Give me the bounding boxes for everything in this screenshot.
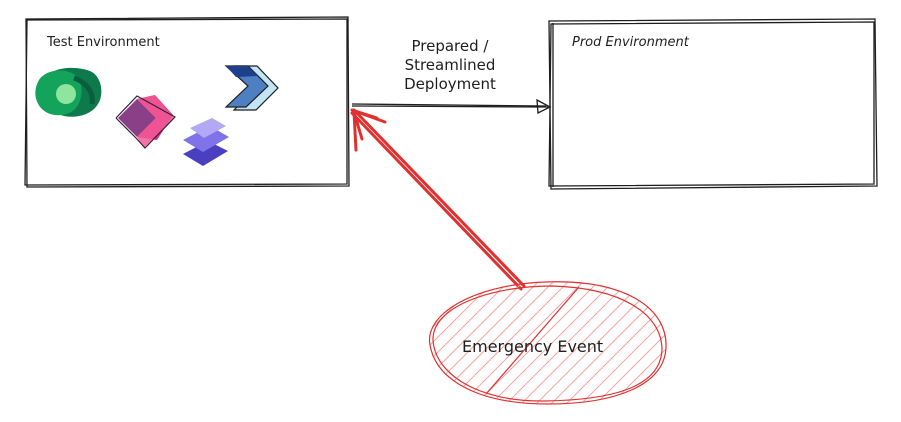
power-automate-icon <box>224 65 279 111</box>
deployment-arrow <box>351 98 552 115</box>
power-apps-icon <box>115 95 176 149</box>
prod-environment-box[interactable] <box>548 18 878 190</box>
test-environment-box[interactable] <box>24 16 350 188</box>
deployment-arrow-label: Prepared / Streamlined Deployment <box>404 37 496 93</box>
test-environment-title: Test Environment <box>47 35 160 50</box>
emergency-arrow <box>350 108 526 291</box>
power-pages-icon <box>183 118 229 166</box>
emergency-event-label: Emergency Event <box>462 337 604 356</box>
dataverse-icon <box>35 67 102 117</box>
prod-environment-title: Prod Environment <box>572 35 689 50</box>
